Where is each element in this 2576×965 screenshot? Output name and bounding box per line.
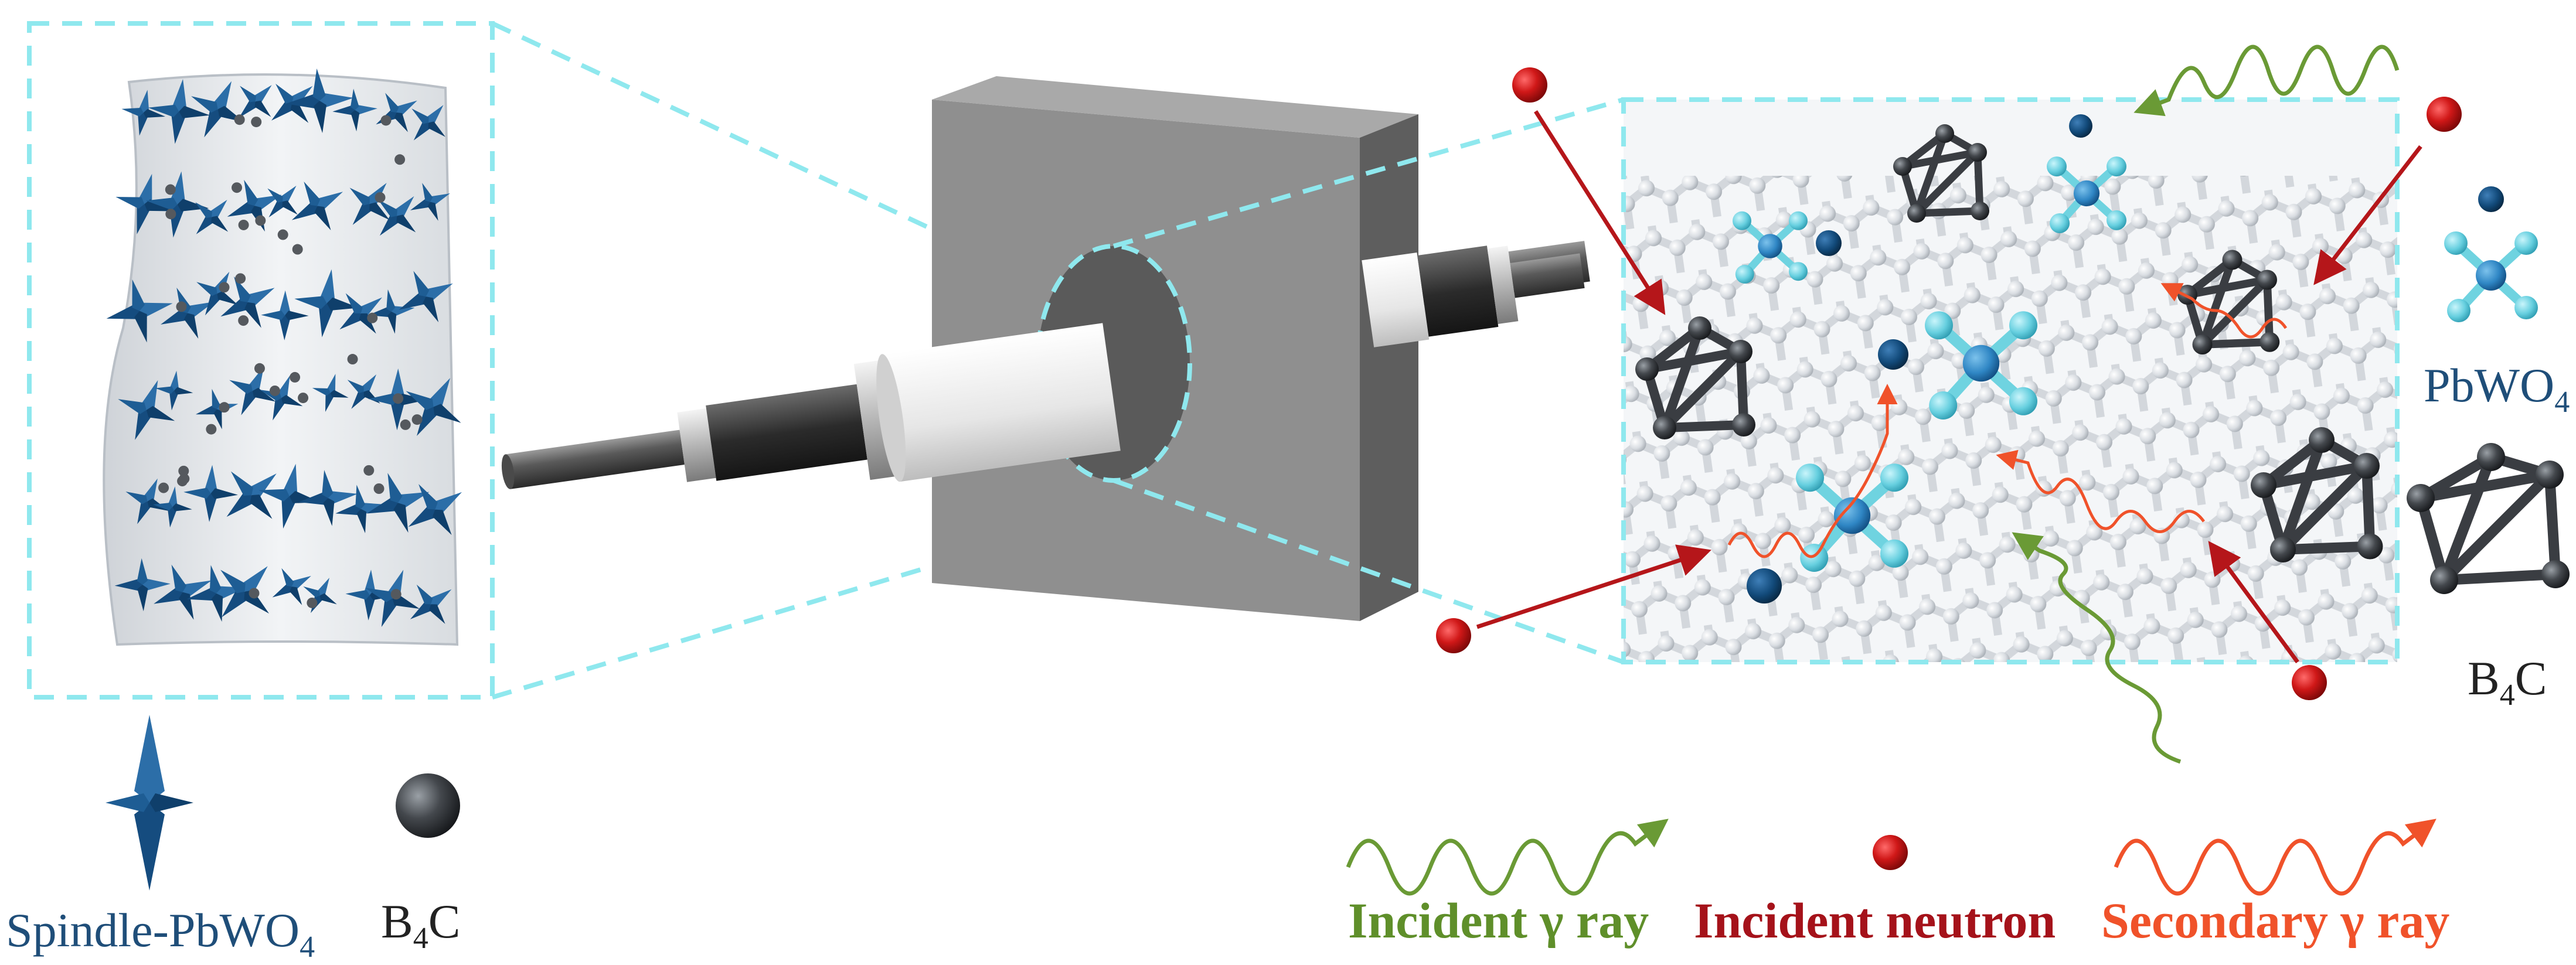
- b4c-dot: [373, 483, 384, 494]
- zoom-molecules: [1635, 114, 2383, 603]
- b4c-cluster: [2251, 427, 2383, 562]
- b4c-dot: [393, 393, 404, 404]
- legend-incident-neutron-label: Incident neutron: [1694, 892, 2056, 949]
- pbwo4-label: PbWO4: [2424, 359, 2570, 419]
- legend-secondary-gamma-label: Secondary γ ray: [2101, 892, 2449, 949]
- b4c-dot: [375, 192, 386, 203]
- b4c-dot: [290, 371, 301, 383]
- b4c-right-label: B4C: [2468, 652, 2547, 712]
- incident-gamma-paths: [2012, 45, 2400, 764]
- pbwo4-molecule: [2047, 156, 2126, 233]
- lead-atom: [2069, 114, 2092, 138]
- b4c-dot: [234, 114, 245, 125]
- b4c-dot: [269, 385, 280, 396]
- b4c-dot: [158, 482, 169, 493]
- legend-secondary-gamma-icon: [2114, 819, 2437, 896]
- guide-lines-right: [1112, 97, 1625, 664]
- b4c-dot: [232, 182, 243, 193]
- shield-block-side: [1360, 114, 1418, 621]
- b4c-dot: [292, 244, 303, 255]
- b4c-dot: [165, 184, 176, 195]
- b4c-dot: [178, 465, 189, 476]
- incident-neutrons: [1436, 67, 2462, 700]
- lead-atom: [1747, 568, 1782, 603]
- b4c-dot: [255, 215, 266, 226]
- legend-incident-gamma-label: Incident γ ray: [1348, 892, 1649, 949]
- b4c-particle-icon: [396, 773, 460, 838]
- b4c-dot: [176, 301, 187, 312]
- b4c-dot: [307, 597, 318, 608]
- sheet-particles: [99, 65, 479, 639]
- b4c-dot: [400, 419, 411, 430]
- b4c-dot: [238, 219, 249, 230]
- b4c-dot: [179, 473, 190, 485]
- b4c-cluster: [1893, 124, 1989, 223]
- b4c-dot: [235, 273, 246, 284]
- b4c-left-label: B4C: [381, 895, 460, 955]
- neutron-2: [2427, 97, 2462, 132]
- b4c-dot: [238, 315, 249, 326]
- microstructure-panel: [1621, 97, 2400, 664]
- b4c-dot: [380, 115, 392, 126]
- shield-device: [501, 76, 1590, 621]
- b4c-dot: [206, 424, 217, 435]
- b4c-dot: [390, 589, 401, 600]
- right-zoom-frame: [1621, 97, 2400, 664]
- b4c-cluster-legend: [2407, 443, 2570, 594]
- legend-incident-gamma-icon: [1346, 819, 1669, 896]
- neutron-3: [1436, 618, 1471, 653]
- rod-right-assembly: [1362, 245, 1585, 347]
- b4c-dot: [251, 117, 262, 128]
- legend-neutron-icon: [1873, 835, 1908, 870]
- b4c-dot: [254, 363, 265, 374]
- pbwo4-molecule-legend: [2444, 186, 2538, 322]
- left-zoom-frame: [27, 21, 495, 700]
- shield-block-top: [932, 76, 1418, 138]
- b4c-dot: [249, 588, 260, 599]
- b4c-dot: [394, 154, 406, 165]
- neutron-1: [1512, 67, 1547, 103]
- secondary-gamma-paths: [1727, 283, 2288, 558]
- pbwo4-molecule: [1925, 311, 2037, 420]
- lead-atom: [1816, 230, 1842, 256]
- b4c-dot: [347, 354, 358, 365]
- spindle-label: Spindle-PbWO4: [6, 903, 315, 964]
- b4c-dot: [411, 414, 423, 425]
- pbwo4-molecule: [1733, 211, 1808, 284]
- b4c-cluster: [1635, 316, 1755, 439]
- b4c-dot: [165, 209, 176, 220]
- composite-sheet: [103, 73, 459, 646]
- neutron-4: [2292, 665, 2327, 700]
- b4c-dot: [298, 393, 309, 404]
- lead-atom: [1878, 339, 1908, 370]
- b4c-cluster: [2177, 250, 2280, 354]
- b4c-dot: [367, 312, 378, 323]
- b4c-dot: [363, 465, 375, 476]
- composite-panel-group: [27, 21, 495, 700]
- b4c-dot: [219, 402, 230, 413]
- spindle-pbwo4-icon: [106, 715, 193, 891]
- b4c-dot: [219, 282, 230, 293]
- b4c-dot: [277, 229, 288, 240]
- rod-left-assembly: [501, 323, 1121, 489]
